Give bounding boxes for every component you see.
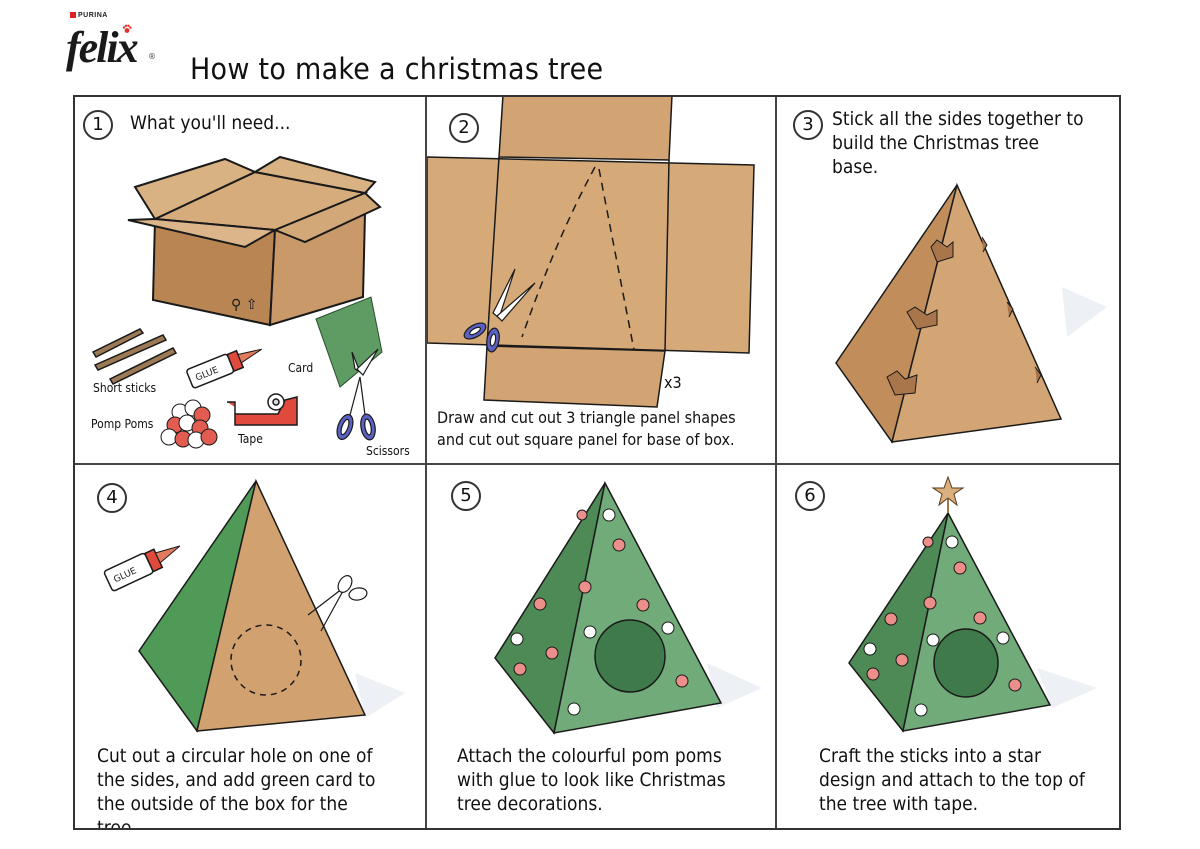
step-caption: Draw and cut out 3 triangle panel shapes… [437, 407, 736, 451]
page-title: How to make a christmas tree [190, 52, 604, 87]
caption-line: design and attach to the top of [819, 769, 1085, 791]
step-number-badge: 1 [83, 110, 113, 140]
scissors-icon [336, 348, 379, 441]
step-4-panel: 4 GLUE Cut out a circular hole on one of… [75, 463, 423, 828]
step-caption: Craft the sticks into a star design and … [819, 744, 1085, 816]
item-label-short-sticks: Short sticks [93, 381, 157, 395]
scissors-icon [463, 268, 536, 353]
caption-line: the sides, and add green card to [97, 769, 376, 791]
tree-with-star-illustration [848, 475, 1097, 733]
green-card-pyramid-illustration: GLUE [103, 478, 405, 733]
paw-icon [122, 24, 132, 33]
step-2-panel: 2 x3 Draw and cut out 3 triangle panel s… [427, 97, 773, 461]
cardboard-net-illustration [427, 97, 755, 408]
step-caption: Cut out a circular hole on one of the si… [97, 744, 390, 828]
star-icon [931, 475, 965, 513]
caption-line: the outside of the box for the tree. [97, 793, 348, 828]
glue-bottle-icon: GLUE [103, 545, 181, 592]
caption-line: Cut out a circular hole on one of [97, 745, 373, 767]
caption-line: with glue to look like Christmas [457, 769, 726, 791]
scissors-icon [307, 575, 368, 632]
step-caption: Attach the colourful pom poms with glue … [457, 744, 726, 816]
item-label-scissors: Scissors [366, 444, 410, 458]
cardboard-pyramid-illustration [835, 182, 1107, 444]
caption-line: Draw and cut out 3 triangle panel shapes [437, 408, 736, 427]
felix-logo: PURINA felix ® [66, 12, 166, 82]
svg-text:⚲ ⇧: ⚲ ⇧ [231, 297, 257, 313]
step-number-badge: 3 [793, 110, 823, 140]
glue-bottle-icon: GLUE [186, 348, 263, 389]
step-number-badge: 4 [97, 483, 127, 513]
step-number-badge: 6 [795, 481, 825, 511]
sticks-icon [91, 328, 178, 385]
step-6-panel: 6 Craft the sticks into a star design [777, 463, 1119, 828]
item-label-card: Card [288, 361, 314, 375]
pom-poms-icon [160, 399, 218, 449]
caption-line: tree decorations. [457, 793, 603, 815]
decorated-tree-illustration [494, 480, 762, 735]
step-1-panel: 1 What you'll need... ⚲ ⇧ GLUE [75, 97, 423, 461]
multiplier-label: x3 [664, 373, 682, 392]
divider-horizontal [75, 463, 1119, 465]
step-5-panel: 5 Attach the colourful pom poms with glu… [427, 463, 773, 828]
step-number-badge: 5 [451, 481, 481, 511]
divider-vertical-2 [775, 97, 777, 828]
caption-line: Craft the sticks into a star [819, 745, 1042, 767]
step-3-panel: 3 Stick all the sides together to build … [777, 97, 1119, 461]
cardboard-box-illustration: ⚲ ⇧ [127, 155, 382, 327]
item-label-tape: Tape [238, 432, 263, 446]
item-label-pom-poms: Pomp Poms [91, 417, 154, 431]
caption-line: the tree with tape. [819, 793, 979, 815]
step-caption: What you'll need... [130, 112, 291, 134]
registered-mark: ® [148, 52, 156, 61]
caption-line: Stick all the sides together to [832, 108, 1084, 130]
step-number-badge: 2 [449, 113, 479, 143]
divider-vertical-1 [425, 97, 427, 828]
caption-line: and cut out square panel for base of box… [437, 430, 735, 449]
caption-line: build the Christmas tree base. [832, 132, 1040, 178]
step-caption: Stick all the sides together to build th… [832, 107, 1090, 179]
tape-dispenser-icon [227, 393, 298, 426]
instruction-grid [73, 95, 1121, 830]
caption-line: Attach the colourful pom poms [457, 745, 722, 767]
purina-label: PURINA [70, 12, 108, 19]
